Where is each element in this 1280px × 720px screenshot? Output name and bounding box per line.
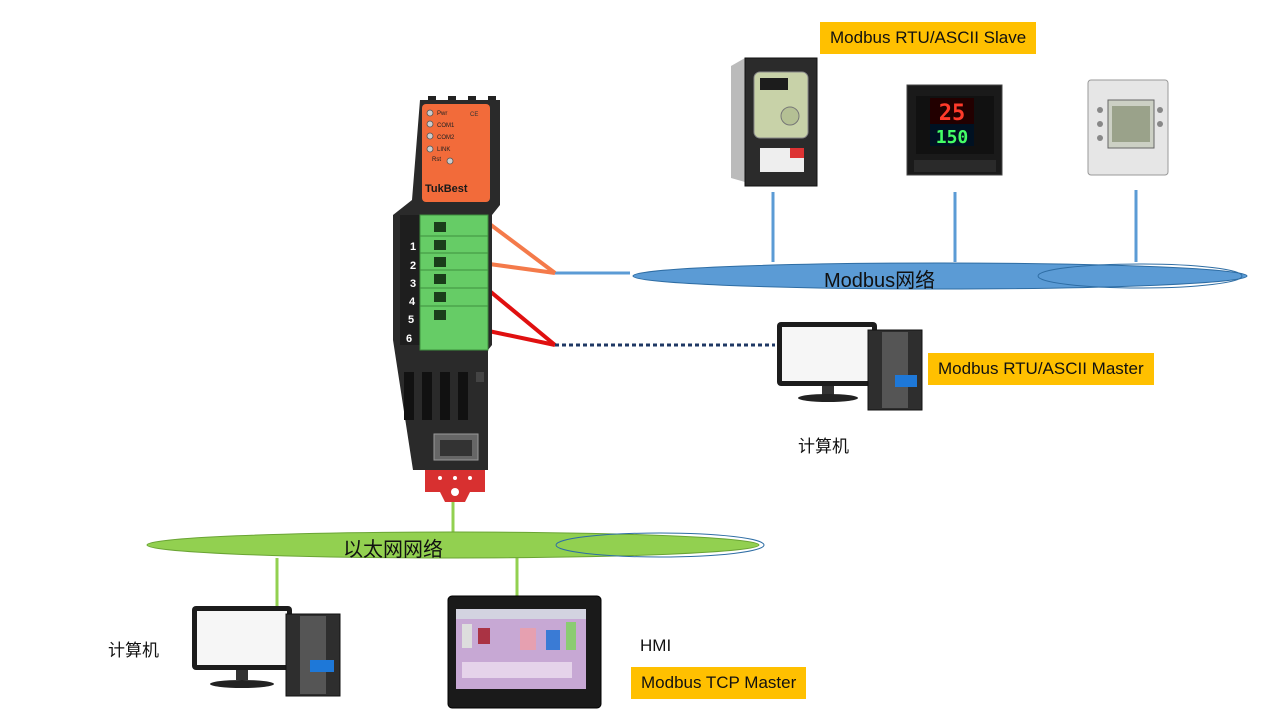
pin-label: 6 <box>406 333 413 345</box>
modbus-network-label: Modbus网络 <box>824 270 936 292</box>
led-labels: Pwr COM1 COM2 LINK <box>437 108 454 156</box>
din-clip <box>425 470 485 502</box>
reset-button <box>446 157 454 165</box>
pin-label: 5 <box>408 314 415 326</box>
hmi-panel <box>447 595 602 709</box>
gateway-front-panel <box>422 104 490 202</box>
slave-tag: Modbus RTU/ASCII Slave <box>820 22 1037 54</box>
led-indicator <box>426 109 434 117</box>
rtu-master-computer <box>777 322 923 411</box>
sv-display: 150 <box>936 127 969 148</box>
terminal-block <box>419 214 489 351</box>
temperature-controller: 25 150 <box>906 84 1003 176</box>
ethernet-network-label: 以太网网络 <box>343 539 443 561</box>
tcp-computer <box>192 606 341 697</box>
computer-right-label: 计算机 <box>798 437 849 456</box>
pin-label: 2 <box>410 260 417 272</box>
pin-label: 3 <box>410 278 417 290</box>
svg-text:CE: CE <box>470 112 478 118</box>
gateway-brand: TukBest <box>425 183 468 195</box>
led-label: COM1 <box>437 123 455 129</box>
tcp-master-tag: Modbus TCP Master <box>631 667 807 699</box>
vfd-device <box>731 57 818 187</box>
led-label: Pwr <box>437 111 448 117</box>
reset-label: Rst <box>432 157 441 163</box>
led-indicator <box>426 132 434 140</box>
computer-left-label: 计算机 <box>108 641 159 660</box>
led-label: LINK <box>437 147 451 153</box>
pin-label: 4 <box>409 296 416 308</box>
hmi-label: HMI <box>640 636 672 655</box>
led-indicator <box>426 145 434 153</box>
master-tag: Modbus RTU/ASCII Master <box>928 353 1154 385</box>
led-indicator <box>426 120 434 128</box>
ethernet-network <box>146 500 765 610</box>
power-meter <box>1087 79 1169 176</box>
pin-label: 1 <box>410 241 417 253</box>
gateway-device: CE <box>393 96 500 502</box>
modbus-network <box>555 190 1248 290</box>
pv-display: 25 <box>939 101 966 126</box>
led-label: COM2 <box>437 135 455 141</box>
